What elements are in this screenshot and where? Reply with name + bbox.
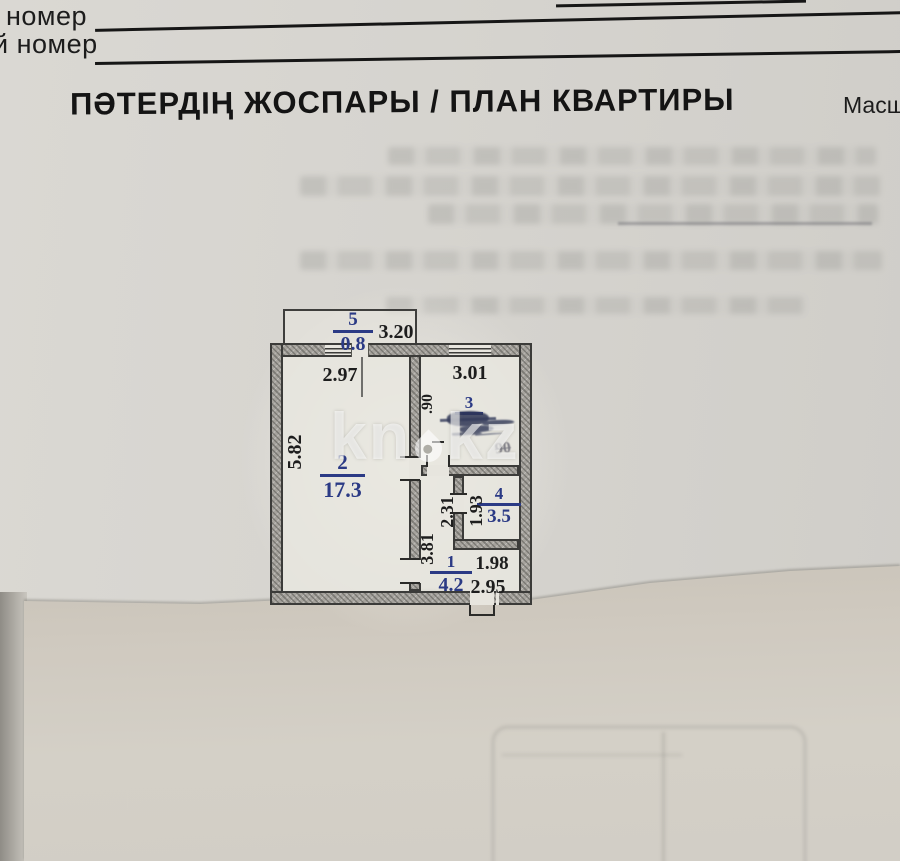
room-area: 4.2 [438,573,464,596]
room-number: 3 [464,393,474,412]
window-symbol [449,343,491,357]
door-opening [409,458,421,480]
ghost-text-line [300,251,882,270]
wall-top [270,343,532,357]
fraction-bar [477,503,521,506]
threshold-tick [469,614,495,616]
watermark-drop-icon [409,429,448,468]
door-tick [400,582,420,584]
entrance-door-opening [470,591,494,605]
ghost-text-line [428,204,878,224]
wall-left [270,343,283,605]
door-tick [400,558,420,560]
door-tick [450,512,467,514]
wall-right [519,343,532,605]
dim-balcony-width: 3.20 [378,321,414,343]
ghost-text-line [388,147,876,165]
form-rule-2 [95,50,900,65]
wall-storage-bottom [453,539,519,550]
paper-edge-shadow [0,592,27,861]
form-row2-label: й номер [0,29,98,59]
room-number: 4 [494,484,504,503]
door-tick [400,479,420,481]
door-tick [450,493,467,495]
watermark-text-right: kz [446,399,520,474]
door-opening [409,560,421,583]
wall-slit [496,591,499,605]
ghost-underline [618,222,872,225]
room-label-storage: 4 3.5 [477,485,521,527]
watermark-text-left: kn [330,399,412,474]
showthrough-line [502,754,682,756]
dim-storage-depth: 1.93 [465,495,486,527]
room-number: 2 [337,450,348,474]
threshold-tick [493,605,495,616]
dim-living-width: 2.97 [322,364,358,386]
room-area: 0.8 [340,332,366,355]
window-symbol [325,343,351,357]
door-leaf-line [361,357,363,397]
door-tick [448,455,450,467]
door-opening [427,465,449,476]
dim-hall-bottom: 2.95 [470,576,506,598]
room-label-balcony: 5 0.8 [333,310,373,356]
page-title: ПӘТЕРДІҢ ЖОСПАРЫ / ПЛАН КВАРТИРЫ [69,81,735,122]
fraction-bar [320,474,365,477]
door-opening [453,495,464,512]
fraction-bar [333,330,373,333]
watermark: kn kz [330,388,520,474]
balcony-door-opening [351,343,369,357]
form-rule-1 [95,11,900,32]
scale-label: Масш [843,92,900,118]
form-rule-top [555,0,807,7]
dim-living-depth: 5.82 [283,434,306,470]
dim-hall-side: 3.81 [416,533,437,565]
door-tick [400,456,420,458]
wall-bottom [270,591,532,605]
fraction-bar [430,571,472,574]
room-number: 1 [446,552,456,571]
wall-bath-bottom [421,465,519,476]
showthrough-line [662,732,665,861]
room-area: 17.3 [323,476,362,502]
dim-hall-top: 1.98 [475,553,509,574]
showthrough-plan-outline [492,726,806,861]
room-label-living: 2 17.3 [320,452,365,502]
room-number: 5 [348,309,358,330]
ghost-text-line [300,176,880,196]
form-row1-label: номер [6,1,88,31]
threshold-tick [469,605,471,616]
dim-bath-width: 3.01 [452,362,488,384]
room-area: 3.5 [487,505,511,527]
room-label-hall: 1 4.2 [430,553,472,597]
